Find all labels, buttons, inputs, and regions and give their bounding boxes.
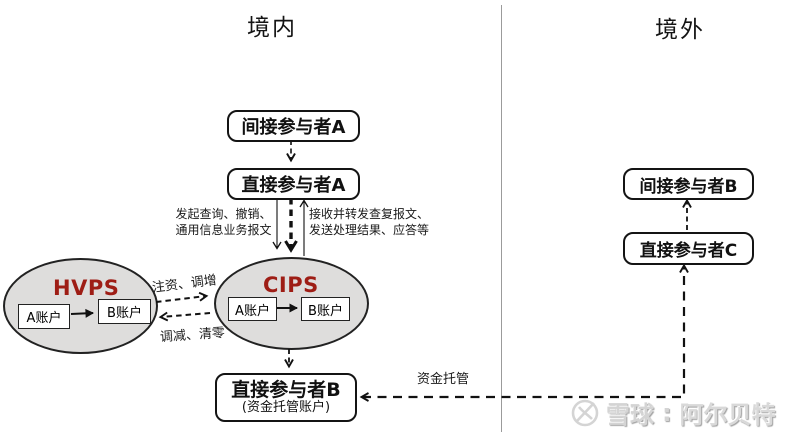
- arrow-cips-to-hvps-reduce: [158, 311, 211, 322]
- arrow-custody-direct-c-direct-b: [359, 263, 689, 402]
- edge-label-receive-line1: 接收并转发查复报文、: [308, 207, 429, 221]
- edge-label-receive-line2: 发送处理结果、应答等: [308, 223, 429, 237]
- region-title-domestic: 境内: [247, 15, 297, 41]
- node-direct-participant-b-sublabel: (资金托管账户): [241, 399, 331, 415]
- node-direct-participant-a: 直接参与者A: [227, 168, 360, 200]
- node-indirect-participant-a-label: 间接参与者A: [241, 117, 346, 138]
- edge-label-custody: 资金托管: [417, 372, 470, 387]
- cips-account-a: A账户: [228, 297, 277, 321]
- watermark-brand: 雪球: [606, 401, 654, 429]
- watermark-separator: :: [662, 398, 672, 427]
- region-divider: [501, 5, 502, 432]
- node-indirect-participant-b: 间接参与者B: [623, 168, 754, 200]
- watermark: 雪球:阿尔贝特: [570, 395, 776, 430]
- cips-account-b: B账户: [301, 297, 350, 321]
- node-direct-participant-b-label: 直接参与者B: [231, 378, 341, 401]
- node-indirect-participant-b-label: 间接参与者B: [639, 176, 738, 197]
- cips-account-b-label: B账户: [308, 303, 343, 319]
- cips-account-a-label: A账户: [235, 303, 270, 319]
- hvps-account-a: A账户: [18, 304, 70, 329]
- region-title-overseas: 境外: [655, 17, 705, 43]
- watermark-name: 阿尔贝特: [679, 401, 776, 429]
- node-direct-participant-c: 直接参与者C: [623, 232, 754, 265]
- node-indirect-participant-a: 间接参与者A: [227, 110, 360, 142]
- arrow-hvps-to-cips-inject: [155, 291, 209, 303]
- hvps-account-a-label: A账户: [26, 311, 62, 326]
- node-direct-participant-c-label: 直接参与者C: [639, 241, 738, 261]
- arrow-hvps-account-a-to-b: [70, 308, 94, 318]
- node-direct-participant-a-label: 直接参与者A: [241, 175, 346, 196]
- snowball-logo-icon: [571, 399, 599, 426]
- edge-label-receive-messages: 接收并转发查复报文、 发送处理结果、应答等: [304, 206, 434, 238]
- edge-label-send-line2: 通用信息业务报文: [175, 223, 272, 237]
- edge-label-send-line1: 发起查询、撤销、: [175, 207, 272, 221]
- hvps-account-b: B账户: [98, 299, 151, 324]
- edge-label-send-messages: 发起查询、撤销、 通用信息业务报文: [167, 206, 280, 238]
- cips-title: CIPS: [263, 273, 319, 297]
- hvps-account-b-label: B账户: [107, 306, 142, 321]
- node-direct-participant-b: 直接参与者B (资金托管账户): [215, 373, 357, 422]
- hvps-title: HVPS: [53, 276, 120, 300]
